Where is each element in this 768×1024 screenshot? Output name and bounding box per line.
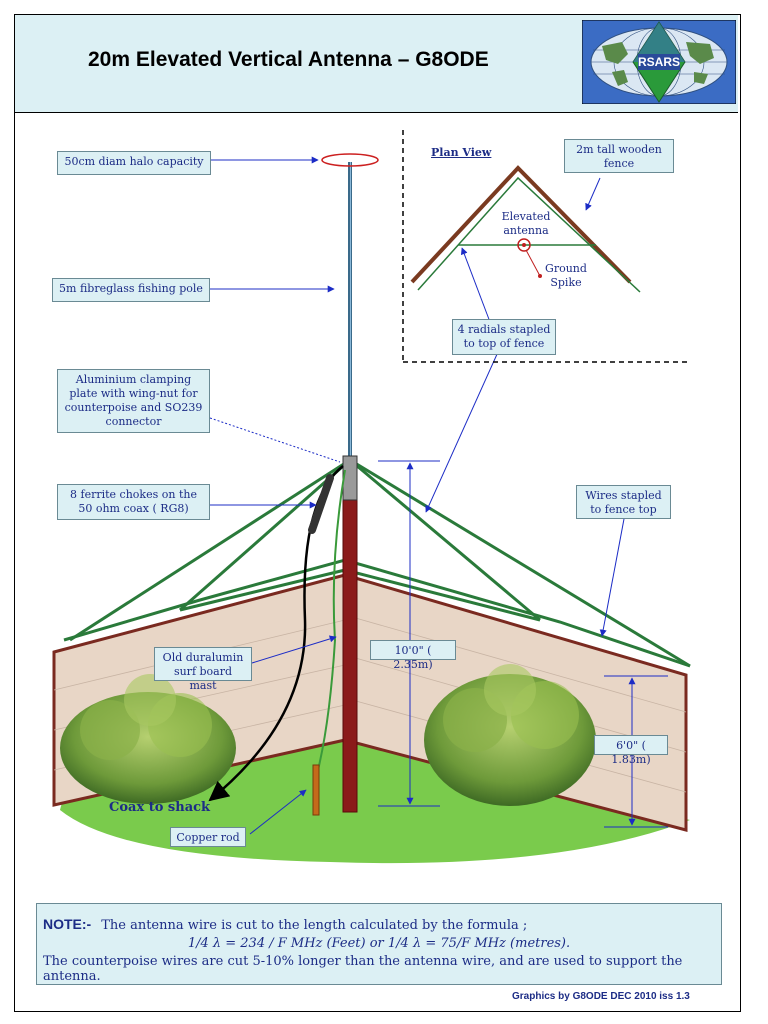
note-heading: NOTE:-	[43, 916, 92, 932]
label-copper-rod: Copper rod	[170, 827, 246, 847]
rsars-logo: RSARS	[582, 20, 736, 104]
logo-text: RSARS	[638, 55, 680, 69]
plan-ground-spike	[538, 274, 542, 278]
label-height-fence: 6'0" ( 1.83m)	[594, 735, 668, 766]
note-line-3: The counterpoise wires are cut 5-10% lon…	[43, 954, 683, 984]
plan-fence	[410, 165, 641, 293]
label-radials: 4 radials stapled to top of fence	[452, 319, 556, 355]
label-pole: 5m fibreglass fishing pole	[52, 278, 210, 302]
label-wooden-fence: 2m tall wooden fence	[564, 139, 674, 173]
label-coax-to-shack: Coax to shack	[109, 800, 211, 815]
note-line-1: NOTE:- The antenna wire is cut to the len…	[43, 916, 527, 933]
bush-left	[60, 674, 236, 804]
plan-view-title: Plan View	[431, 146, 492, 159]
label-halo: 50cm diam halo capacity	[57, 151, 211, 175]
label-surf-board-mast: Old duralumin surf board mast	[154, 647, 252, 692]
note-formula: 1/4 λ = 234 / F MHz (Feet) or 1/4 λ = 75…	[187, 936, 571, 951]
surf-board-mast	[342, 499, 358, 813]
footer-credit: Graphics by G8ODE DEC 2010 iss 1.3	[512, 991, 690, 1002]
plan-label-antenna: Elevated antenna	[501, 210, 551, 237]
note-text-1: The antenna wire is cut to the length ca…	[101, 918, 528, 933]
label-height-total: 10'0" ( 2.35m)	[370, 640, 456, 671]
halo	[321, 153, 379, 167]
plan-label-ground-spike: Ground Spike	[545, 262, 587, 289]
note-panel: NOTE:- The antenna wire is cut to the len…	[36, 903, 722, 985]
copper-rod	[312, 764, 320, 816]
label-wires-stapled: Wires stapled to fence top	[576, 485, 671, 519]
bush-right	[424, 664, 596, 806]
ferrite-chokes	[308, 474, 334, 534]
plan-antenna	[517, 238, 531, 252]
label-ferrite-chokes: 8 ferrite chokes on the 50 ohm coax ( RG…	[57, 484, 210, 520]
clamping-plate	[342, 455, 358, 501]
label-clamping-plate: Aluminium clamping plate with wing-nut f…	[57, 369, 210, 433]
plan-view-box	[402, 130, 690, 363]
page-title: 20m Elevated Vertical Antenna – G8ODE	[88, 48, 489, 71]
